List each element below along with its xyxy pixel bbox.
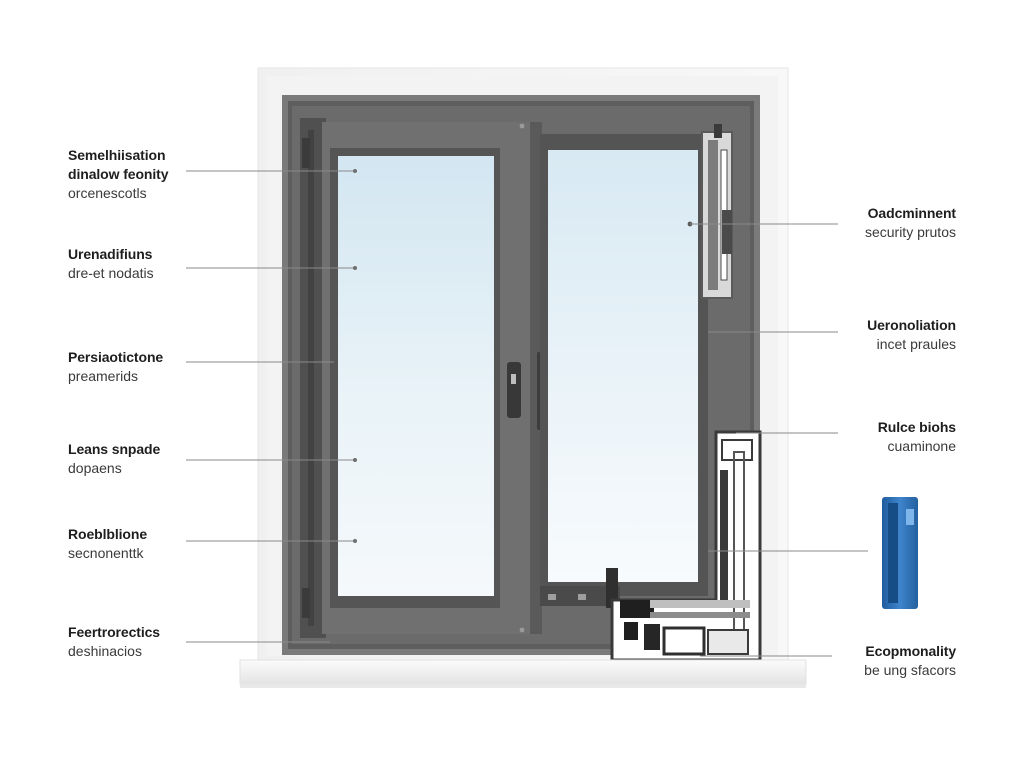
left-glass-pane [338,156,494,596]
callout-title: Oadcminnent [867,205,956,221]
hinge-icon [302,138,310,168]
lock-mechanism [701,124,733,299]
callout-title: dinalow feonity [68,166,169,182]
right-glass-pane [548,150,698,582]
left-sash [300,118,532,638]
callout-subtitle: orcenescotls [68,185,147,201]
callout-right-3: Rulce biohs cuaminone [878,418,956,456]
callout-left-3: Persiaotictone preamerids [68,348,163,386]
callout-subtitle: dre-et nodatis [68,265,154,281]
callout-left-6: Feertrorectics deshinacios [68,623,160,661]
callout-title: Ueronoliation [867,317,956,333]
callout-right-4: Ecopmonality be ung sfacors [864,642,956,680]
callout-subtitle: incet praules [876,336,956,352]
callout-right-1: Oadcminnent security prutos [865,204,956,242]
blue-seal-profile [882,497,918,609]
window-sill [239,659,807,688]
callout-title: Rulce biohs [877,419,956,435]
callout-subtitle: cuaminone [887,438,957,454]
window-handle [507,362,521,418]
callout-title: Roeblblione [68,526,148,542]
callout-subtitle: dopaens [68,460,122,476]
right-sash [540,134,708,608]
callout-subtitle: secnonenttk [68,545,144,561]
callout-title: Ecopmonality [865,643,956,659]
leader-lines-left [186,170,353,643]
callout-left-1: Semelhiisation dinalow feonity orcenesco… [68,146,168,203]
hinge-icon [302,588,310,618]
callout-right-2: Ueronoliation incet praules [867,316,956,354]
callout-left-2: Urenadifiuns dre-et nodatis [68,245,154,283]
callout-title: Leans snpade [68,441,161,457]
callout-title: Semelhiisation [68,147,166,163]
callout-subtitle: security prutos [864,224,956,240]
callout-subtitle: be ung sfacors [864,662,956,678]
callout-title: Persiaotictone [68,349,164,365]
callout-title: Feertrorectics [68,624,160,640]
leader-lines-right [690,223,868,657]
callout-title: Urenadifiuns [68,246,153,262]
callout-subtitle: preamerids [68,368,139,384]
callout-left-5: Roeblblione secnonenttk [68,525,147,563]
callout-left-4: Leans snpade dopaens [68,440,160,478]
callout-subtitle: deshinacios [68,643,142,659]
